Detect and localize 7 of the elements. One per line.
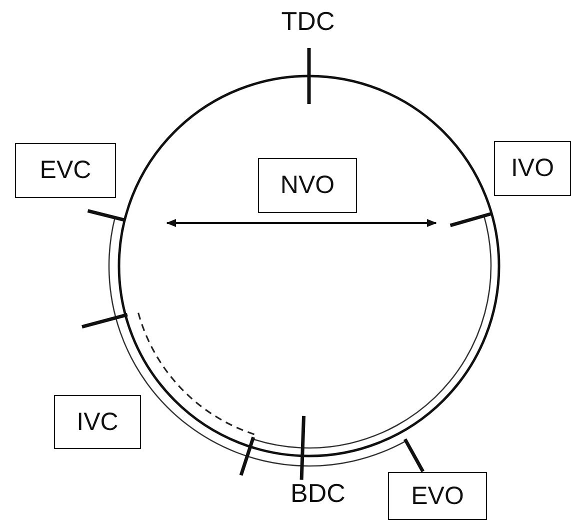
label-box: EVO — [388, 472, 487, 520]
position-label: BDC — [290, 478, 346, 509]
label-box: IVC — [54, 395, 141, 449]
label-box: EVC — [15, 143, 116, 198]
position-label: TDC — [281, 6, 335, 37]
label-box: NVO — [258, 158, 357, 213]
label-box: IVO — [494, 141, 571, 196]
